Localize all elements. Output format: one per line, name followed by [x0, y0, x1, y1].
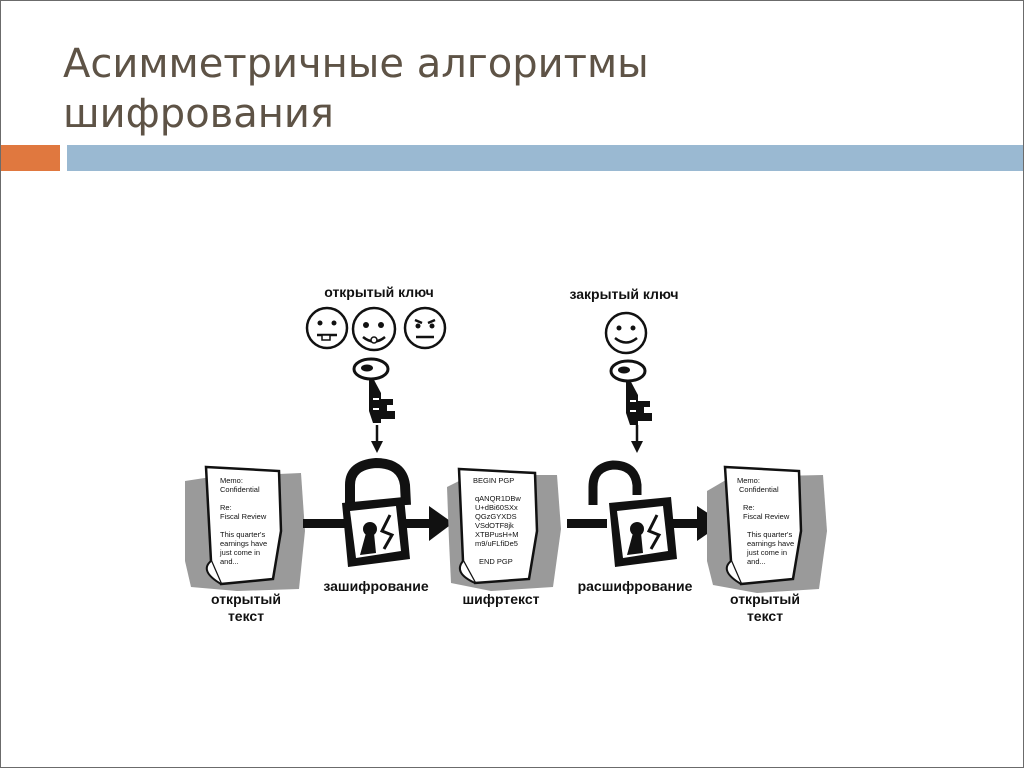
public-key-label: открытый ключ	[324, 284, 434, 300]
ciphertext-document: BEGIN PGP qANQR1DBw U+dBi60SXx QGzGYXDS …	[447, 467, 561, 591]
plaintext-label-left-line2: текст	[228, 608, 264, 624]
right-arrow-icon	[303, 519, 347, 528]
right-arrow-icon	[567, 519, 607, 528]
face-icon-3	[403, 306, 447, 350]
private-key-label: закрытый ключ	[569, 286, 678, 302]
memo-text: Memo: Confidential Re: Fiscal Review Thi…	[737, 476, 796, 566]
public-key-icon	[352, 357, 397, 425]
plaintext-label-right-line2: текст	[747, 608, 783, 624]
face-icon-2	[351, 306, 397, 352]
ciphertext-label: шифртекст	[463, 591, 540, 607]
title-line-2: шифрования	[63, 91, 334, 137]
plaintext-label-left-line1: открытый	[211, 591, 281, 607]
decryption-label: расшифрование	[578, 578, 693, 594]
plaintext-label-right-line1: открытый	[730, 591, 800, 607]
encryption-label: зашифрование	[323, 578, 428, 594]
slide-title: Асимметричные алгоритмы шифрования	[63, 39, 963, 139]
plaintext-document-right: Memo: Confidential Re: Fiscal Review Thi…	[707, 465, 827, 593]
private-key-icon	[609, 359, 654, 427]
orange-accent-bar	[1, 145, 60, 171]
unlocked-padlock-icon	[588, 460, 679, 569]
down-arrow-icon	[371, 425, 383, 453]
right-arrow-icon	[406, 506, 453, 541]
cipher-text: BEGIN PGP qANQR1DBw U+dBi60SXx QGzGYXDS …	[473, 476, 523, 566]
face-icon-private	[604, 311, 648, 355]
face-icon-1	[305, 306, 349, 350]
locked-padlock-icon	[340, 457, 412, 569]
memo-text: Memo: Confidential Re: Fiscal Review Thi…	[219, 476, 269, 566]
title-line-1: Асимметричные алгоритмы	[63, 41, 649, 87]
down-arrow-icon	[631, 425, 643, 453]
blue-header-bar	[67, 145, 1023, 171]
plaintext-document-left: Memo: Confidential Re: Fiscal Review Thi…	[185, 465, 305, 591]
